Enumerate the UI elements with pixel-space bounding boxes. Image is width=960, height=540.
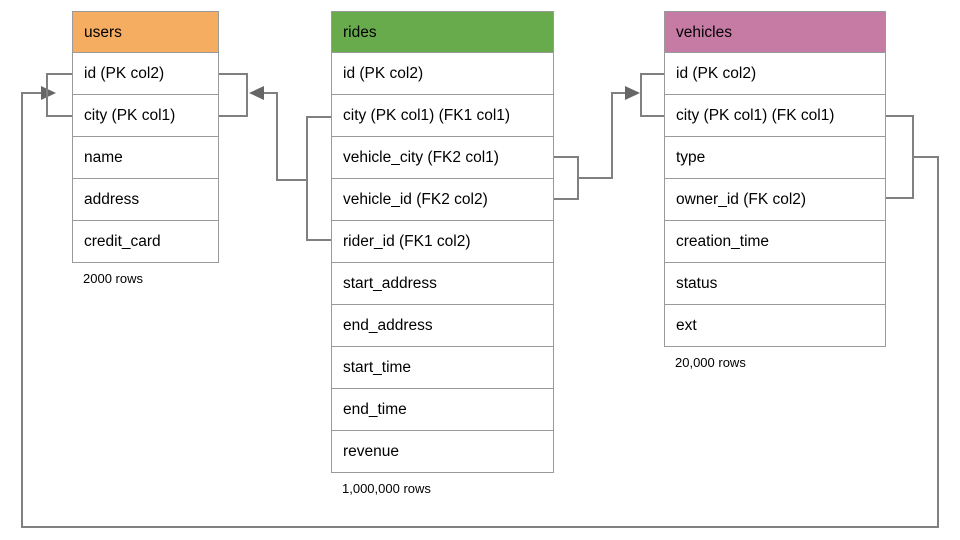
- entity-rides-header: rides: [331, 11, 554, 53]
- connector-rides-vehicle-to-vehicles: [553, 73, 665, 200]
- entity-rides-field-vehicle-city[interactable]: vehicle_city (FK2 col1): [331, 137, 554, 179]
- entity-vehicles-field-creation-time[interactable]: creation_time: [664, 221, 886, 263]
- entity-rides-field-city[interactable]: city (PK col1) (FK1 col1): [331, 95, 554, 137]
- entity-rides-row-count: 1,000,000 rows: [342, 481, 431, 496]
- entity-users-field-id[interactable]: id (PK col2): [72, 53, 219, 95]
- entity-rides-field-rider-id[interactable]: rider_id (FK1 col2): [331, 221, 554, 263]
- entity-rides-field-id[interactable]: id (PK col2): [331, 53, 554, 95]
- entity-rides-field-start-address[interactable]: start_address: [331, 263, 554, 305]
- entity-users-field-name[interactable]: name: [72, 137, 219, 179]
- bracket-users-left: [46, 73, 73, 117]
- entity-rides[interactable]: rides id (PK col2) city (PK col1) (FK1 c…: [331, 11, 554, 473]
- entity-users-header: users: [72, 11, 219, 53]
- entity-users-field-address[interactable]: address: [72, 179, 219, 221]
- entity-vehicles-field-id[interactable]: id (PK col2): [664, 53, 886, 95]
- arrowhead-into-vehicles-left: [625, 86, 640, 100]
- entity-users-field-credit-card[interactable]: credit_card: [72, 221, 219, 263]
- entity-rides-field-start-time[interactable]: start_time: [331, 347, 554, 389]
- arrowhead-into-users-left: [41, 86, 56, 100]
- entity-rides-field-revenue[interactable]: revenue: [331, 431, 554, 473]
- connector-rides-rider-to-users: [218, 73, 332, 241]
- entity-vehicles-field-ext[interactable]: ext: [664, 305, 886, 347]
- entity-rides-field-end-time[interactable]: end_time: [331, 389, 554, 431]
- entity-vehicles-field-type[interactable]: type: [664, 137, 886, 179]
- entity-vehicles-header: vehicles: [664, 11, 886, 53]
- entity-users[interactable]: users id (PK col2) city (PK col1) name a…: [72, 11, 219, 263]
- entity-vehicles-row-count: 20,000 rows: [675, 355, 746, 370]
- arrowhead-into-users-right: [249, 86, 264, 100]
- entity-rides-field-end-address[interactable]: end_address: [331, 305, 554, 347]
- entity-vehicles-field-city[interactable]: city (PK col1) (FK col1): [664, 95, 886, 137]
- entity-vehicles-field-status[interactable]: status: [664, 263, 886, 305]
- entity-users-field-city[interactable]: city (PK col1): [72, 95, 219, 137]
- entity-vehicles-field-owner-id[interactable]: owner_id (FK col2): [664, 179, 886, 221]
- entity-vehicles[interactable]: vehicles id (PK col2) city (PK col1) (FK…: [664, 11, 886, 347]
- entity-users-row-count: 2000 rows: [83, 271, 143, 286]
- entity-rides-field-vehicle-id[interactable]: vehicle_id (FK2 col2): [331, 179, 554, 221]
